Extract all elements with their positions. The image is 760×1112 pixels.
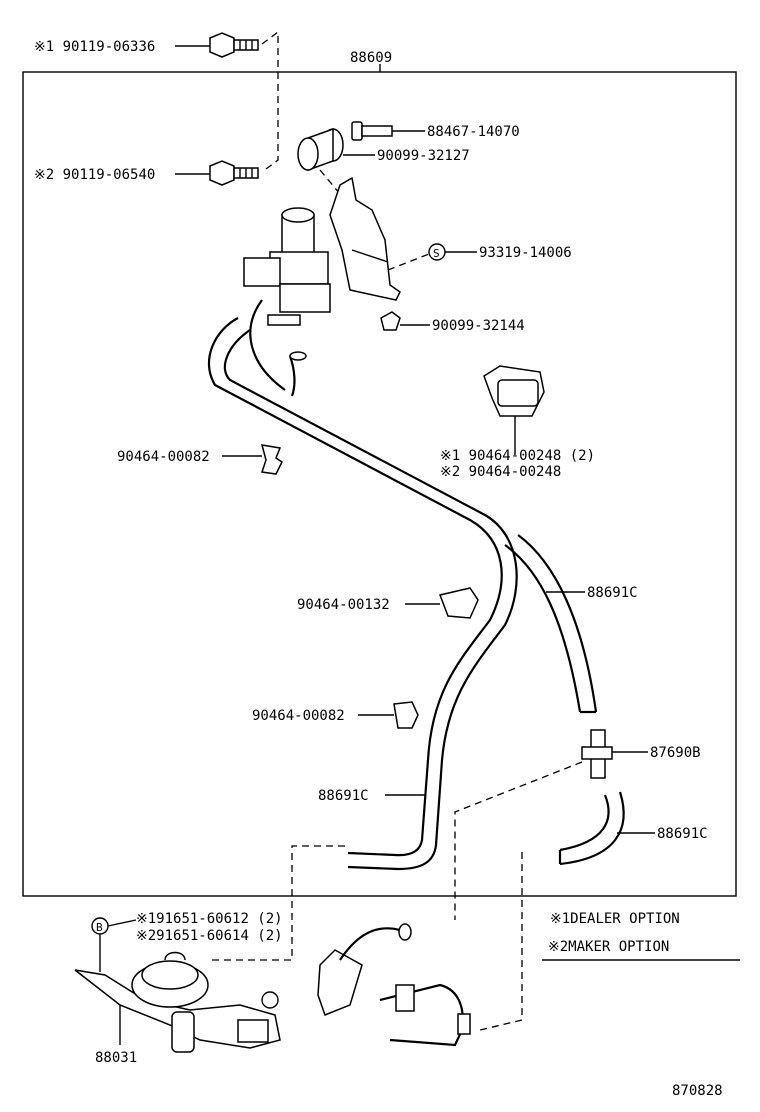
short-hose-icon (249, 299, 307, 397)
bolt-1-icon (209, 32, 259, 58)
assembly-number: 88609 (350, 50, 392, 66)
clamp-left-icon (260, 444, 283, 475)
lower-connector-icon (317, 923, 412, 1016)
label-grommet-bolt: 88467-14070 (427, 124, 520, 140)
vacuum-hose-right-top-icon (504, 534, 598, 714)
diagram-id: 870828 (672, 1083, 723, 1099)
label-clamp-lower: 90464-00082 (252, 708, 345, 724)
label-hose-right-lower: 88691C (657, 826, 708, 842)
cushion-icon (297, 127, 344, 172)
vacuum-switching-valve-icon (243, 207, 331, 326)
label-small-clip: 90099-32144 (432, 318, 525, 334)
label-hose-left-lower: 88691C (318, 788, 369, 804)
label-hose-right-top: 88691C (587, 585, 638, 601)
vacuum-hose-right-lower-icon (558, 791, 625, 866)
label-connector-clamp-1: ※1 90464-00248 (2) (440, 448, 595, 464)
s-marker-text: S (433, 247, 440, 260)
clamp-lower-icon (393, 701, 419, 729)
note-dealer-option: ※1DEALER OPTION (550, 911, 680, 927)
label-actuator: 88031 (95, 1050, 137, 1066)
lower-hose-assembly-icon (379, 983, 471, 1047)
label-clamp-left: 90464-00082 (117, 449, 210, 465)
label-tee-joint: 87690B (650, 745, 701, 761)
label-b-bolt-1: ※191651-60612 (2) (136, 911, 283, 927)
small-clip-icon (380, 311, 401, 331)
label-clamp-mid: 90464-00132 (297, 597, 390, 613)
bolt-2-icon (209, 160, 259, 186)
bracket-icon (329, 176, 401, 301)
clamp-mid-icon (438, 587, 479, 619)
label-nut: 93319-14006 (479, 245, 572, 261)
label-b-bolt-2: ※291651-60614 (2) (136, 928, 283, 944)
grommet-bolt-icon (351, 121, 393, 141)
note-maker-option: ※2MAKER OPTION (548, 939, 669, 955)
label-bolt-2: ※2 90119-06540 (34, 167, 155, 183)
tee-joint-icon (581, 729, 613, 779)
label-cushion: 90099-32127 (377, 148, 470, 164)
vacuum-hose-main-icon (207, 317, 518, 871)
b-marker-text: B (96, 921, 103, 934)
connector-clamp-icon (483, 365, 545, 417)
assembly-frame (22, 71, 737, 897)
label-bolt-1: ※1 90119-06336 (34, 39, 155, 55)
label-connector-clamp-2: ※2 90464-00248 (440, 464, 561, 480)
actuator-icon (74, 951, 281, 1053)
